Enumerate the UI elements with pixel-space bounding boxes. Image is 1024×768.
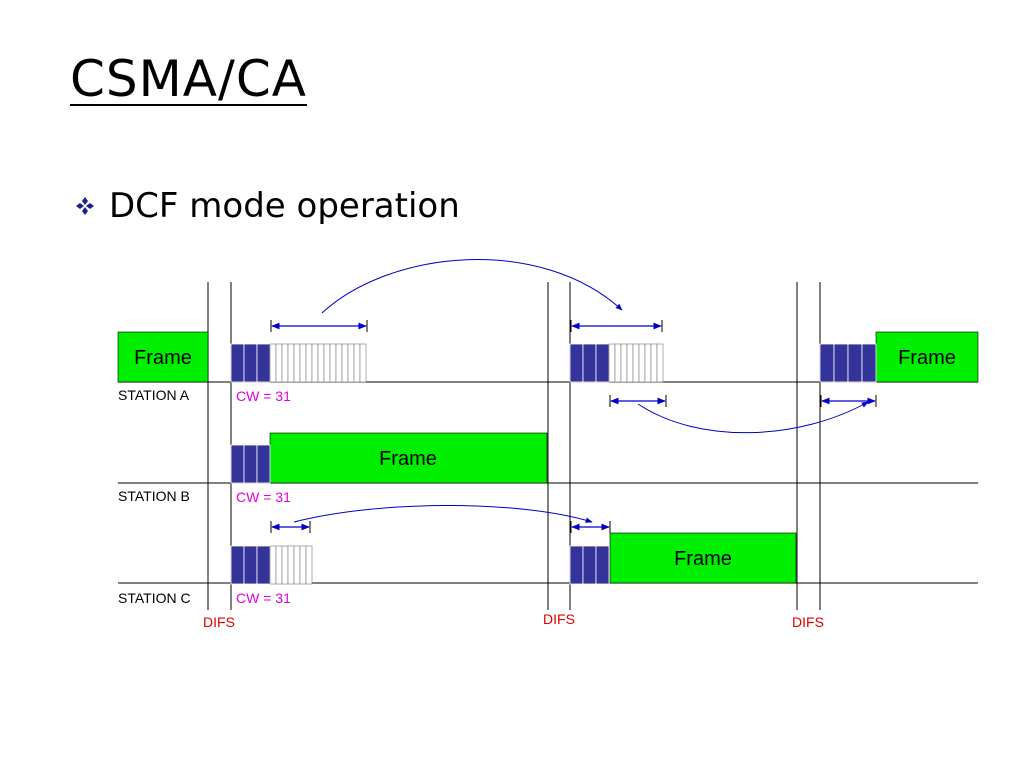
bullet-text: DCF mode operation — [109, 186, 460, 226]
backoff-slot-remaining — [281, 545, 289, 585]
backoff-slot-remaining — [287, 545, 295, 585]
interval-a-1 — [270, 320, 368, 332]
backoff-slot-remaining — [275, 545, 283, 585]
backoff-slot-remaining — [341, 343, 349, 383]
station-a-backoff-3 — [819, 343, 877, 383]
station-c-backoff-1 — [230, 545, 313, 585]
backoff-slot-remaining — [620, 343, 628, 383]
frame-label: Frame — [674, 548, 732, 570]
interval-a-2 — [570, 320, 663, 332]
backoff-slot-elapsed — [230, 444, 245, 484]
backoff-slot-remaining — [299, 545, 307, 585]
backoff-slot-remaining — [323, 343, 331, 383]
backoff-slot-elapsed — [595, 545, 610, 585]
backoff-slot-remaining — [656, 343, 664, 383]
backoff-slot-elapsed — [582, 545, 597, 585]
carryover-arrow-c — [293, 505, 593, 523]
backoff-slot-remaining — [293, 545, 301, 585]
backoff-slot-remaining — [650, 343, 658, 383]
frame-label: Frame — [134, 347, 192, 369]
backoff-slot-elapsed — [243, 545, 258, 585]
interval-a-4 — [820, 395, 877, 407]
backoff-slot-elapsed — [256, 545, 271, 585]
backoff-slot-remaining — [347, 343, 355, 383]
backoff-slot-remaining — [644, 343, 652, 383]
station-c-cw-label: CW = 31 — [236, 590, 291, 606]
backoff-slot-remaining — [269, 343, 277, 383]
backoff-slot-remaining — [638, 343, 646, 383]
frame-c: Frame — [609, 532, 797, 584]
frame-b: Frame — [269, 432, 548, 484]
diamond-bullet-icon — [76, 197, 94, 215]
backoff-slot-remaining — [608, 343, 616, 383]
difs-label-1: DIFS — [203, 614, 235, 630]
station-b-cw-label: CW = 31 — [236, 489, 291, 505]
backoff-slot-elapsed — [569, 343, 584, 383]
backoff-slot-remaining — [359, 343, 367, 383]
backoff-slot-remaining — [281, 343, 289, 383]
backoff-slot-elapsed — [861, 343, 877, 383]
frame-label: Frame — [898, 347, 956, 369]
carryover-arrow-a-first — [321, 259, 623, 314]
backoff-slot-remaining — [311, 343, 319, 383]
backoff-slot-remaining — [632, 343, 640, 383]
slide-title: CSMA/CA — [70, 50, 307, 108]
backoff-slot-remaining — [293, 343, 301, 383]
frame-label: Frame — [379, 448, 437, 470]
backoff-slot-remaining — [317, 343, 325, 383]
backoff-slot-remaining — [305, 343, 313, 383]
backoff-slot-remaining — [269, 545, 277, 585]
station-b-label: STATION B — [118, 488, 190, 504]
backoff-slot-elapsed — [256, 444, 271, 484]
station-b-backoff — [230, 444, 271, 484]
station-a-label: STATION A — [118, 387, 190, 403]
backoff-slot-remaining — [287, 343, 295, 383]
backoff-slot-remaining — [329, 343, 337, 383]
backoff-slot-elapsed — [833, 343, 849, 383]
backoff-slot-remaining — [305, 545, 313, 585]
difs-label-3: DIFS — [792, 614, 824, 630]
backoff-slot-elapsed — [230, 545, 245, 585]
backoff-slot-elapsed — [569, 545, 584, 585]
backoff-slot-remaining — [335, 343, 343, 383]
backoff-slot-elapsed — [582, 343, 597, 383]
backoff-slot-remaining — [614, 343, 622, 383]
backoff-slot-elapsed — [847, 343, 863, 383]
interval-a-3 — [609, 395, 667, 407]
backoff-slot-remaining — [275, 343, 283, 383]
station-c-label: STATION C — [118, 590, 191, 606]
station-a-backoff-2 — [569, 343, 664, 383]
station-c-backoff-2 — [569, 545, 610, 585]
backoff-slot-elapsed — [595, 343, 610, 383]
backoff-slot-remaining — [626, 343, 634, 383]
frame-a-second: Frame — [875, 331, 979, 383]
station-a-cw-label: CW = 31 — [236, 388, 291, 404]
backoff-slot-elapsed — [819, 343, 835, 383]
backoff-slot-remaining — [299, 343, 307, 383]
carryover-arrow-a-second — [637, 401, 869, 434]
backoff-slot-elapsed — [256, 343, 271, 383]
backoff-slot-elapsed — [230, 343, 245, 383]
frame-a-first: Frame — [117, 331, 209, 383]
bullet-item: DCF mode operation — [75, 186, 460, 226]
interval-c-2 — [570, 521, 611, 533]
difs-label-2: DIFS — [543, 611, 575, 627]
interval-c-1 — [270, 521, 311, 533]
backoff-slot-remaining — [353, 343, 361, 383]
backoff-slot-elapsed — [243, 343, 258, 383]
station-a-backoff-1 — [230, 343, 367, 383]
backoff-slot-elapsed — [243, 444, 258, 484]
